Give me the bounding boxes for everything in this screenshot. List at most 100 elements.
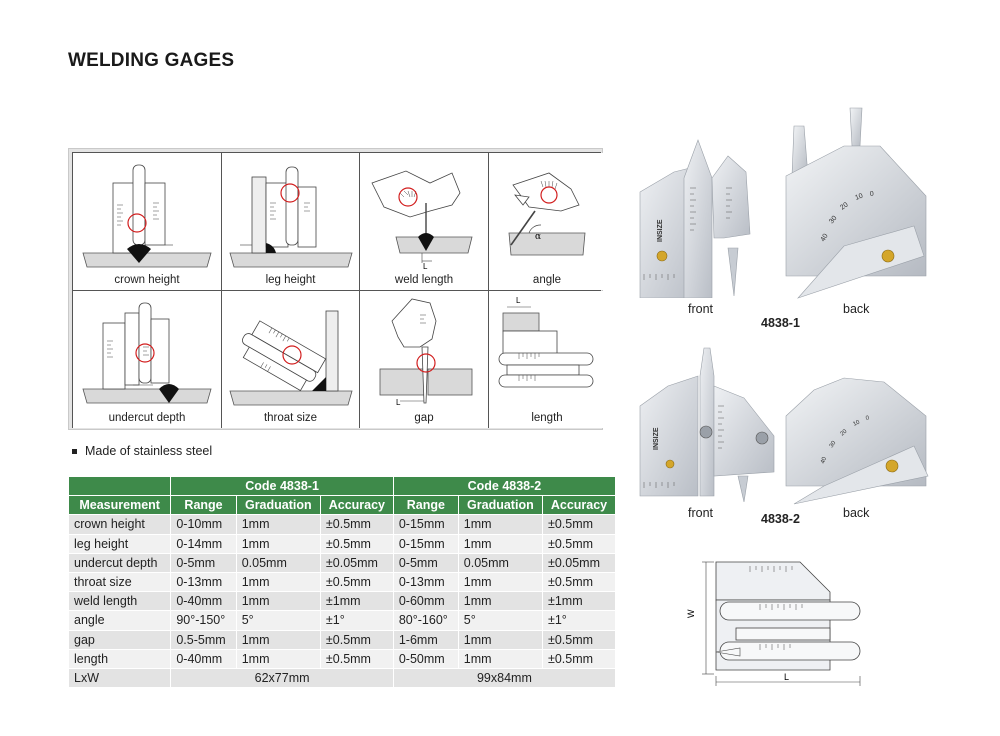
table-cell: 1mm	[457, 648, 543, 669]
svg-text:20: 20	[839, 201, 849, 211]
brass-knob-icon	[656, 250, 668, 262]
feature-note-text: Made of stainless steel	[85, 444, 213, 458]
brass-knob-icon	[665, 459, 675, 469]
page-title: WELDING GAGES	[68, 50, 235, 71]
usage-caption: leg height	[265, 274, 316, 286]
svg-text:30: 30	[829, 440, 838, 449]
svg-text:L: L	[516, 296, 521, 305]
photo-label-front-2: front	[688, 506, 714, 520]
length-illustration: L	[498, 296, 594, 388]
table-row-lxw: LxW 62x77mm 99x84mm	[67, 667, 617, 689]
table-cell: ±0.5mm	[541, 629, 617, 650]
usage-caption: undercut depth	[108, 412, 186, 424]
usage-cell-leg-height: leg height	[222, 153, 359, 290]
usage-cell-throat-size: throat size	[222, 291, 359, 428]
table-cell: 0-13mm	[392, 571, 459, 593]
table-cell: ±0.5mm	[541, 514, 617, 535]
table-cell: ±0.5mm	[319, 571, 394, 593]
table-cell: undercut depth	[67, 552, 172, 573]
spec-table-body: crown height 0-10mm 1mm ±0.5mm 0-15mm 1m…	[67, 514, 617, 689]
table-cell: 1mm	[457, 591, 543, 612]
photo-label-back-1: back	[843, 302, 870, 316]
code-header-4838-2: Code 4838-2	[392, 475, 617, 497]
table-cell: 0-14mm	[170, 533, 237, 554]
table-cell: 0-10mm	[170, 514, 237, 535]
table-cell: 0-40mm	[170, 591, 237, 612]
table-cell: ±0.5mm	[319, 533, 394, 554]
gap-illustration: L	[379, 298, 473, 407]
table-cell: 0.5-5mm	[170, 629, 237, 650]
usage-grid: crown height leg height	[72, 152, 605, 428]
column-header-row: Measurement Range Graduation Accuracy Ra…	[67, 495, 617, 516]
lxw-value-4838-2: 99x84mm	[392, 667, 617, 689]
table-cell: ±0.5mm	[541, 571, 617, 593]
table-cell: ±1°	[319, 610, 394, 631]
table-cell: 5°	[457, 610, 543, 631]
table-cell: ±1°	[541, 610, 617, 631]
table-cell: 0-13mm	[170, 571, 237, 593]
table-cell: 1mm	[235, 648, 321, 669]
table-cell: throat size	[67, 571, 172, 593]
model-label-4838-2: 4838-2	[761, 512, 800, 526]
crown-height-illustration	[82, 164, 212, 268]
dimension-w-label: W	[686, 609, 696, 618]
table-cell: ±0.5mm	[319, 648, 394, 669]
photo-4838-1-front: INSIZE	[639, 139, 751, 298]
svg-text:10: 10	[852, 419, 861, 428]
table-cell: 0.05mm	[457, 552, 543, 573]
column-header: Accuracy	[319, 495, 394, 516]
svg-text:10: 10	[854, 193, 864, 202]
usage-cell-angle: α angle	[489, 153, 605, 290]
table-cell: crown height	[67, 514, 172, 535]
svg-text:L: L	[423, 262, 428, 271]
table-cell: ±0.05mm	[319, 552, 394, 573]
table-cell: 90°-150°	[170, 610, 237, 631]
table-cell: 1mm	[235, 591, 321, 612]
svg-text:0: 0	[865, 415, 870, 422]
usage-illustration-panel: crown height leg height	[68, 148, 605, 430]
table-cell: 80°-160°	[392, 610, 459, 631]
table-cell: 1mm	[457, 629, 543, 650]
slider-knob-icon	[699, 425, 713, 439]
table-cell: 0-50mm	[392, 648, 459, 669]
table-cell: 1mm	[235, 629, 321, 650]
undercut-depth-illustration	[82, 302, 212, 404]
table-cell: ±1mm	[541, 591, 617, 612]
table-cell: ±0.5mm	[319, 514, 394, 535]
table-cell: 0-60mm	[392, 591, 459, 612]
svg-text:40: 40	[820, 456, 828, 465]
column-header: Measurement	[67, 495, 172, 516]
svg-text:20: 20	[839, 428, 848, 437]
lxw-value-4838-1: 62x77mm	[170, 667, 394, 689]
dimension-drawing: W L	[686, 561, 861, 686]
table-cell: 0-15mm	[392, 533, 459, 554]
table-row: angle 90°-150° 5° ±1° 80°-160° 5° ±1°	[67, 610, 617, 631]
code-header-blank	[67, 475, 172, 497]
spec-table: Code 4838-1 Code 4838-2 Measurement Rang…	[67, 475, 617, 689]
table-cell: 1mm	[235, 514, 321, 535]
svg-text:α: α	[535, 232, 541, 242]
table-cell: weld length	[67, 591, 172, 612]
leg-height-illustration	[229, 166, 353, 268]
weld-length-illustration: L	[371, 170, 473, 271]
table-row: leg height 0-14mm 1mm ±0.5mm 0-15mm 1mm …	[67, 533, 617, 554]
photo-4838-2-front: INSIZE	[639, 347, 775, 502]
usage-cell-length: L length	[489, 291, 605, 428]
usage-caption: throat size	[263, 412, 318, 424]
svg-text:L: L	[396, 398, 401, 407]
usage-cell-weld-length: L weld length	[360, 153, 488, 290]
table-cell: 1mm	[235, 533, 321, 554]
table-row: length 0-40mm 1mm ±0.5mm 0-50mm 1mm ±0.5…	[67, 648, 617, 669]
table-row: weld length 0-40mm 1mm ±1mm 0-60mm 1mm ±…	[67, 591, 617, 612]
usage-cell-undercut-depth: undercut depth	[73, 291, 221, 428]
column-header: Graduation	[457, 495, 543, 516]
photo-label-front-1: front	[688, 302, 714, 316]
code-header-4838-1: Code 4838-1	[170, 475, 394, 497]
usage-caption: weld length	[394, 274, 454, 286]
brand-mark: INSIZE	[653, 427, 660, 450]
table-row: undercut depth 0-5mm 0.05mm ±0.05mm 0-5m…	[67, 552, 617, 573]
table-row: throat size 0-13mm 1mm ±0.5mm 0-13mm 1mm…	[67, 571, 617, 593]
column-header: Range	[392, 495, 459, 516]
table-cell: 1mm	[457, 514, 543, 535]
table-cell: ±0.5mm	[319, 629, 394, 650]
